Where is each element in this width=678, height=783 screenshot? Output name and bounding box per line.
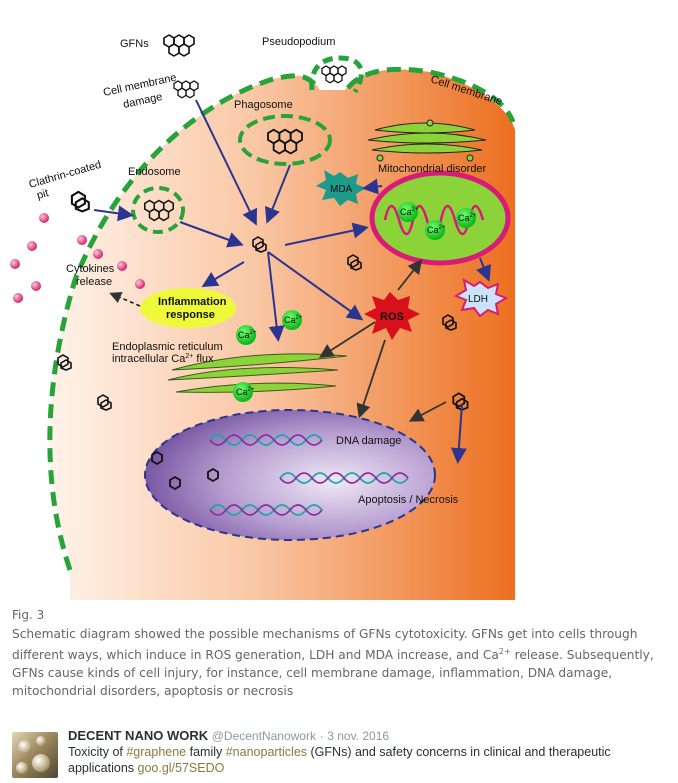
label-ros: ROS	[380, 311, 404, 323]
label-er-2: intracellular Ca2+ flux	[112, 353, 214, 365]
svg-text:Ca2+: Ca2+	[427, 225, 446, 235]
tweet-date[interactable]: 3 nov. 2016	[327, 729, 390, 743]
tweet-link[interactable]: goo.gl/57SEDO	[137, 761, 225, 775]
label-membrane-damage-2: damage	[122, 91, 163, 111]
gfns-icon	[163, 34, 195, 57]
label-cytokines-1: Cytokines	[66, 263, 115, 275]
label-phagosome: Phagosome	[234, 99, 293, 111]
label-ldh: LDH	[468, 294, 488, 305]
svg-text:Ca2+: Ca2+	[238, 330, 257, 340]
pathway-arrows	[93, 99, 491, 464]
label-cytokines-2: release	[76, 276, 112, 288]
hashtag-graphene[interactable]: #graphene	[126, 745, 187, 759]
golgi-apparatus	[367, 119, 487, 162]
label-er-1: Endoplasmic reticulum	[112, 341, 223, 353]
svg-text:Ca2+: Ca2+	[284, 315, 303, 325]
label-dna-damage: DNA damage	[336, 435, 401, 447]
tweet-separator: ·	[319, 729, 324, 743]
label-gfns: GFNs	[120, 38, 149, 50]
dna-strands	[209, 434, 409, 516]
label-pseudopodium: Pseudopodium	[262, 36, 335, 48]
membrane-gfns-icon	[173, 80, 199, 99]
svg-text:Ca2+: Ca2+	[458, 213, 477, 223]
tweet-author-name[interactable]: DECENT NANO WORK	[68, 728, 209, 743]
cell-membrane-line	[47, 66, 516, 571]
clathrin-gfns-icon	[70, 190, 90, 213]
label-apoptosis: Apoptosis / Necrosis	[358, 494, 459, 506]
tweet-handle[interactable]: @DecentNanowork	[211, 729, 316, 743]
label-inflammation-2: response	[166, 309, 215, 321]
phagosome	[238, 114, 332, 166]
tweet-header: DECENT NANO WORK @DecentNanowork · 3 nov…	[68, 728, 389, 743]
nucleus-graphene-pieces	[151, 450, 219, 491]
label-endosome: Endosome	[128, 166, 181, 178]
pseudopodium-gfns-icon	[321, 65, 347, 84]
label-mda: MDA	[330, 184, 353, 195]
mda-burst	[316, 170, 366, 206]
avatar[interactable]	[12, 732, 58, 778]
tweet-card[interactable]: DECENT NANO WORK @DecentNanowork · 3 nov…	[12, 728, 672, 780]
hashtag-nanoparticles[interactable]: #nanoparticles	[225, 745, 308, 759]
inflammation-response-shape	[140, 288, 236, 328]
mitochondrion: Ca2+ Ca2+ Ca2+	[369, 170, 511, 266]
cytotoxicity-diagram: Ca2+ Ca2+ Ca2+ Ca2+ Ca2+ Ca2+	[10, 34, 516, 600]
tweet-text: Toxicity of #graphene family #nanopartic…	[68, 745, 611, 775]
figure-label: Fig. 3	[12, 608, 45, 622]
label-inflammation-1: Inflammation	[158, 296, 227, 308]
cytokine-particles	[10, 213, 145, 303]
ros-burst	[364, 292, 420, 340]
svg-text:Ca2+: Ca2+	[236, 387, 255, 397]
ldh-burst	[453, 277, 509, 318]
endoplasmic-reticulum	[167, 353, 348, 393]
label-mitochondrial-disorder: Mitochondrial disorder	[378, 163, 487, 175]
label-clathrin-2: pit	[36, 187, 50, 202]
label-clathrin-1: Clathrin-coated	[28, 159, 103, 191]
nucleus	[144, 409, 436, 541]
svg-text:Ca2+: Ca2+	[400, 207, 419, 217]
figure-caption: Schematic diagram showed the possible me…	[12, 627, 654, 699]
